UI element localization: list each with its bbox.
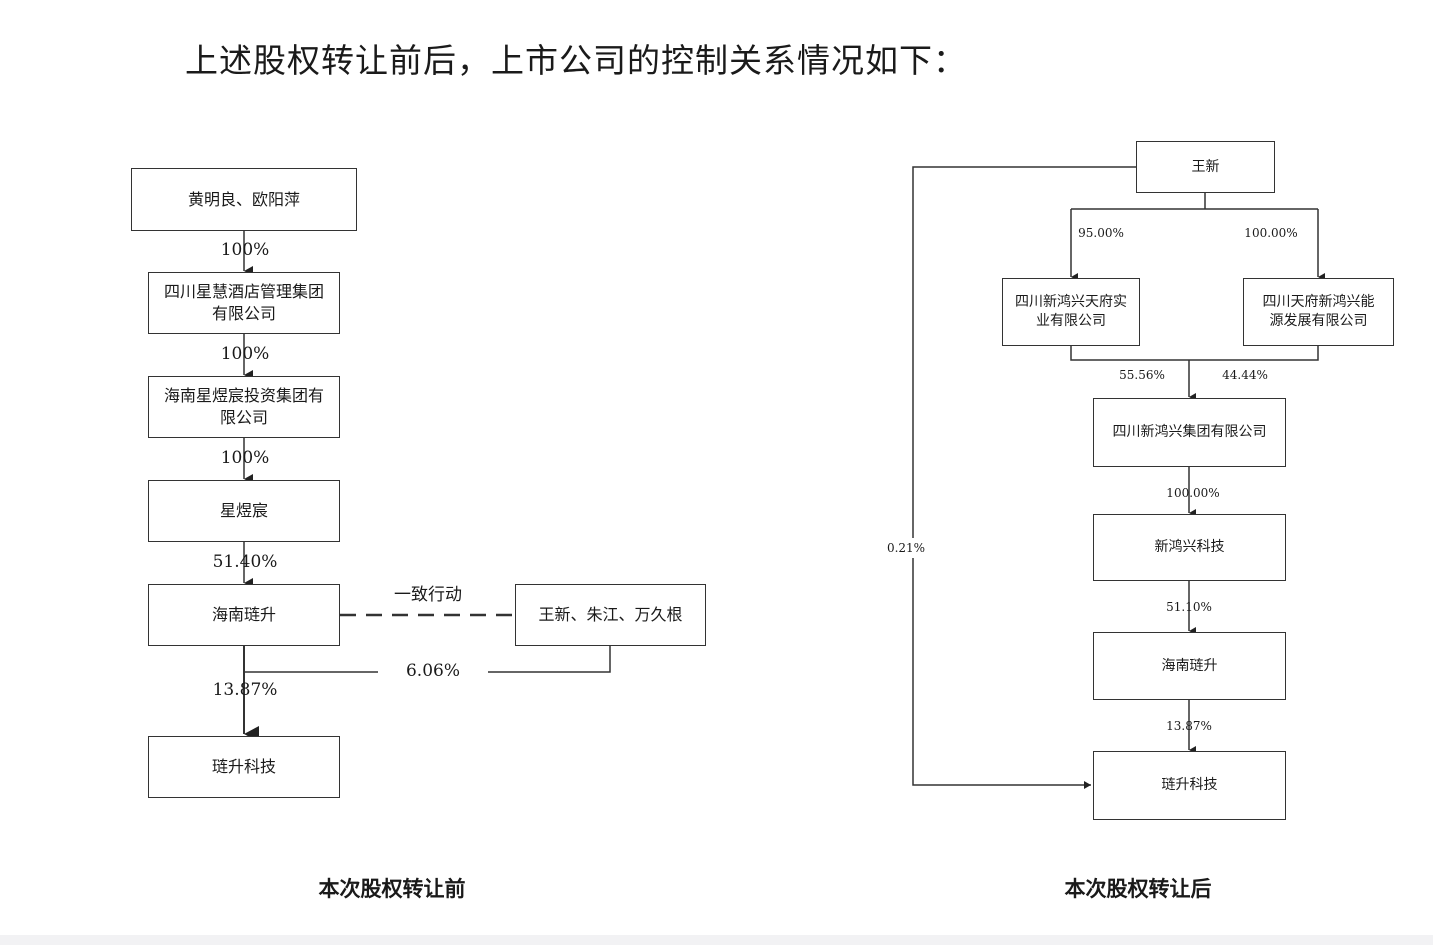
after-box-hainan-liansheng: 海南琏升 [1093, 632, 1286, 700]
after-label-2: 100.00% [1244, 226, 1298, 240]
before-box-xingyuchen: 星煜宸 [148, 480, 340, 542]
before-edge-6 [488, 646, 611, 673]
before-label-1: 100% [220, 240, 270, 260]
after-box-xinhongxing-group: 四川新鸿兴集团有限公司 [1093, 398, 1286, 467]
before-box-liansheng-tech: 琏升科技 [148, 736, 340, 798]
before-label-4: 51.40% [212, 552, 278, 572]
after-label-5: 100.00% [1166, 486, 1220, 500]
before-label-6: 6.06% [405, 661, 461, 681]
after-box-tianfu-industry: 四川新鸿兴天府实业有限公司 [1002, 278, 1140, 346]
after-box-wangxin: 王新 [1136, 141, 1275, 193]
page-heading: 上述股权转让前后，上市公司的控制关系情况如下： [185, 41, 967, 80]
after-label-6: 51.10% [1166, 600, 1212, 614]
before-label-2: 100% [220, 344, 270, 364]
after-box-xinhongxing-tech: 新鸿兴科技 [1093, 514, 1286, 581]
after-label-4: 44.44% [1222, 368, 1268, 382]
after-caption: 本次股权转让后 [1064, 876, 1212, 901]
before-label-concert: 一致行动 [394, 585, 462, 605]
after-box-tianfu-energy: 四川天府新鸿兴能源发展有限公司 [1243, 278, 1394, 346]
before-box-hainan-liansheng: 海南琏升 [148, 584, 340, 646]
before-box-concert-persons: 王新、朱江、万久根 [515, 584, 706, 646]
before-label-5: 13.87% [212, 680, 278, 700]
footer-band [0, 935, 1433, 945]
before-box-investment-group: 海南星煜宸投资集团有限公司 [148, 376, 340, 438]
before-box-holders: 黄明良、欧阳萍 [131, 168, 357, 231]
after-edge-8 [912, 166, 1136, 789]
before-box-hotel-group: 四川星慧酒店管理集团有限公司 [148, 272, 340, 334]
after-label-1: 95.00% [1078, 226, 1124, 240]
after-box-liansheng-tech: 琏升科技 [1093, 751, 1286, 820]
after-merge [1070, 346, 1319, 361]
before-caption: 本次股权转让前 [318, 876, 466, 901]
after-label-8: 0.21% [886, 541, 926, 555]
after-label-7: 13.87% [1166, 719, 1212, 733]
before-label-3: 100% [220, 448, 270, 468]
after-label-3: 55.56% [1119, 368, 1165, 382]
